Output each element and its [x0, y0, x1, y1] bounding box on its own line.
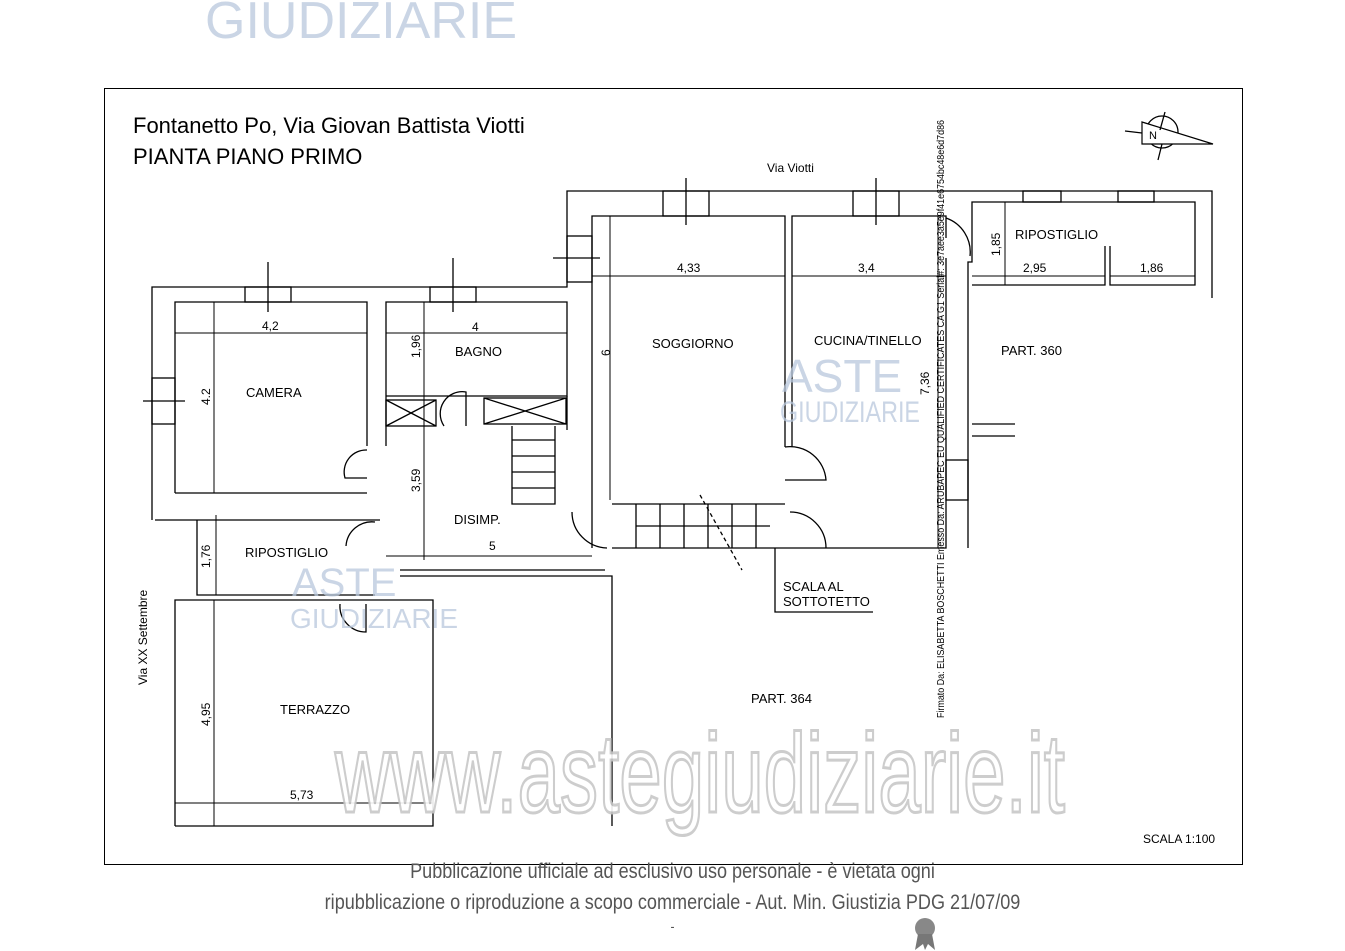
drawing-frame [104, 88, 1243, 865]
watermark-aste-2: ASTE [292, 561, 396, 605]
watermark-giudiziarie-1: GIUDIZIARIE [780, 396, 920, 429]
footer-line-2: ripubblicazione o riproduzione a scopo c… [324, 891, 1021, 914]
plan-title: Fontanetto Po, Via Giovan Battista Viott… [133, 113, 525, 138]
watermark-url: www.astegiudiziarie.it [334, 711, 1065, 836]
dim-disimp-width: 5 [489, 539, 496, 553]
dim-soggiorno-height: 6 [599, 349, 613, 356]
street-via-viotti: Via Viotti [767, 161, 814, 175]
dim-rip-left-height: 1,76 [199, 544, 213, 568]
dim-terrazzo-width: 5,73 [290, 788, 314, 802]
dimension-lines [175, 202, 1195, 826]
footer-line-1: Pubblicazione ufficiale ad esclusivo uso… [410, 860, 935, 883]
top-watermark: GIUDIZIARIE [205, 0, 517, 50]
dim-cucina-height: 7,36 [918, 371, 932, 395]
room-terrazzo: TERRAZZO [280, 702, 350, 717]
watermark-aste-1: ASTE [782, 350, 902, 402]
dim-rip-width-1: 2,95 [1023, 261, 1047, 275]
dim-camera-width: 4,2 [262, 319, 279, 333]
stair-label-1: SCALA AL [783, 579, 844, 594]
room-ripostiglio-top: RIPOSTIGLIO [1015, 227, 1098, 242]
dim-cucina-width: 3,4 [858, 261, 875, 275]
room-cucina: CUCINA/TINELLO [814, 333, 922, 348]
dim-camera-height: 4.2 [199, 388, 213, 405]
room-camera: CAMERA [246, 385, 302, 400]
room-ripostiglio-left: RIPOSTIGLIO [245, 545, 328, 560]
dim-bagno-width: 4 [472, 320, 479, 334]
dim-terrazzo-height: 4,95 [199, 702, 213, 726]
stair-label-2: SOTTOTETTO [783, 594, 870, 609]
dim-bagno-height: 1,96 [409, 334, 423, 358]
dim-soggiorno-width: 4,33 [677, 261, 701, 275]
svg-text:N: N [1149, 130, 1157, 142]
footer-line-3: - [670, 918, 675, 934]
watermark-giudiziarie-2: GIUDIZIARIE [290, 603, 458, 634]
parcel-360: PART. 360 [1001, 343, 1062, 358]
scale-label: SCALA 1:100 [1143, 832, 1215, 846]
seal-icon [915, 918, 935, 950]
north-compass-icon: N [1124, 111, 1214, 161]
parcel-364: PART. 364 [751, 691, 812, 706]
plan-subtitle: PIANTA PIANO PRIMO [133, 144, 362, 169]
dim-disimp-height: 3,59 [409, 468, 423, 492]
room-bagno: BAGNO [455, 344, 502, 359]
room-disimpegno: DISIMP. [454, 512, 501, 527]
dim-rip-width-2: 1,86 [1140, 261, 1164, 275]
dim-rip-height: 1,85 [989, 232, 1003, 256]
digital-signature: Firmato Da: ELISABETTA BOSCHETTI Emesso … [936, 120, 947, 718]
room-soggiorno: SOGGIORNO [652, 336, 734, 351]
street-via-xx-settembre: Via XX Settembre [136, 590, 150, 685]
walls [143, 178, 1213, 827]
